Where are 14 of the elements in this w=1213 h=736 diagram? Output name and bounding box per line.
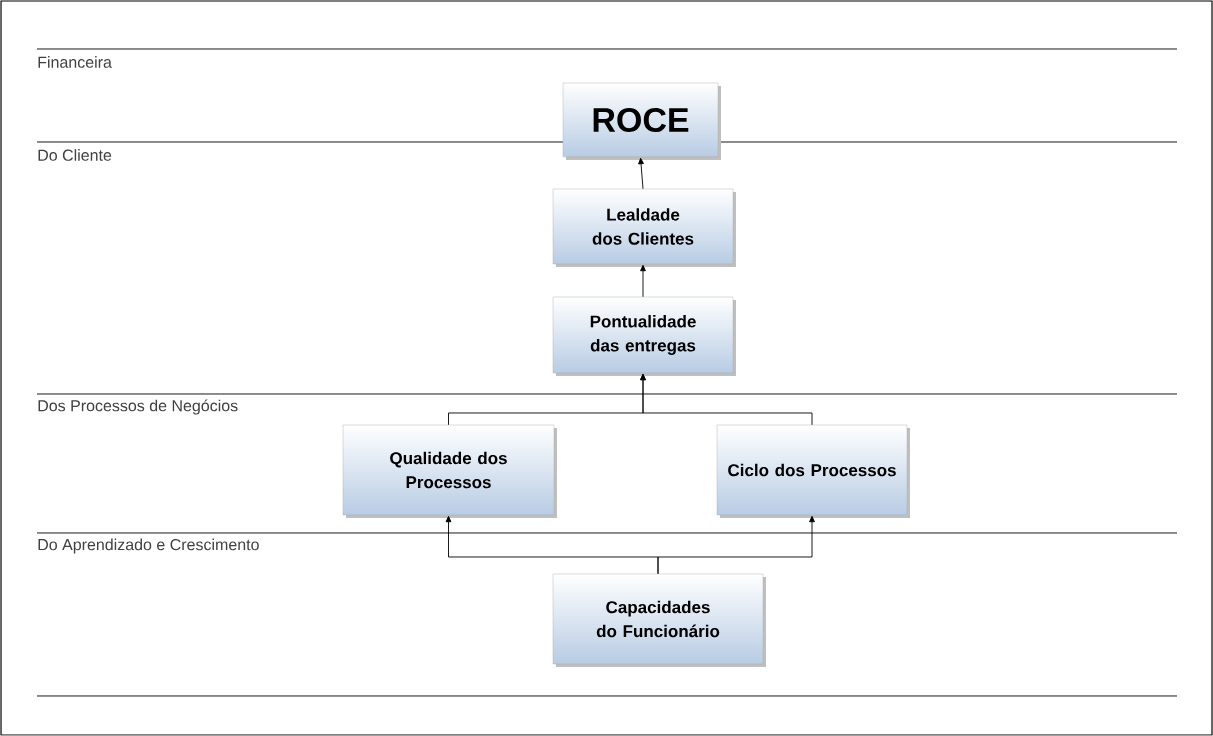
section-label: Do Aprendizado e Crescimento [38, 538, 259, 554]
section-label: Do Cliente [38, 149, 112, 161]
arrow [640, 264, 646, 298]
arrow [657, 515, 815, 575]
section-label: Financeira [38, 56, 112, 68]
process-box: ROCE [562, 82, 721, 160]
process-box: Lealdade dos Clientes [552, 188, 736, 267]
section-label: Dos Processos de Negócios [38, 399, 238, 415]
arrow [640, 373, 813, 426]
process-box: Capacidades do Funcionário [552, 573, 766, 667]
process-box: Ciclo dos Processos [716, 424, 910, 518]
process-box: Qualidade dos Processos [342, 424, 557, 518]
process-box: Pontualidade das entregas [552, 296, 736, 376]
arrow [638, 157, 644, 190]
